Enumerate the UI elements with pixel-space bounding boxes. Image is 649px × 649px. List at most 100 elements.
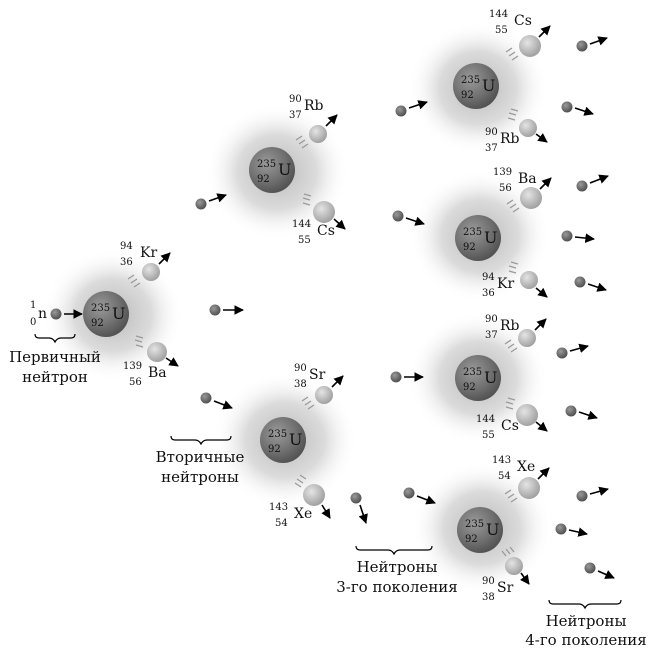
motion-lines: [507, 108, 519, 121]
svg-text:235: 235: [463, 367, 482, 378]
svg-text:Ba: Ba: [148, 365, 167, 381]
svg-text:235: 235: [257, 159, 276, 170]
neutron: [390, 371, 402, 383]
svg-text:92: 92: [461, 90, 474, 101]
neutron: [403, 487, 415, 499]
isotope-label-xe: 143 54 Xe: [269, 502, 312, 529]
svg-text:Rb: Rb: [500, 131, 520, 147]
uranium-nucleus: 235 92 U: [249, 147, 295, 193]
caption-secondary-line1: Вторичные: [156, 448, 245, 466]
caption-fourth-line1: Нейтроны: [546, 612, 627, 630]
svg-text:56: 56: [129, 377, 142, 388]
caption-third-line2: 3-го поколения: [336, 578, 458, 596]
isotope-label-rb: 90 37 Rb: [485, 314, 520, 341]
svg-text:90: 90: [294, 363, 307, 374]
svg-text:U: U: [112, 304, 125, 323]
svg-text:38: 38: [294, 379, 307, 390]
svg-text:235: 235: [461, 75, 480, 86]
svg-text:U: U: [482, 76, 495, 95]
isotope-label-rb: 90 37 Rb: [289, 94, 324, 121]
neutron: [195, 198, 207, 210]
svg-text:37: 37: [289, 110, 302, 121]
fragment-rb: [519, 119, 537, 137]
caption-primary-line2: нейтрон: [22, 368, 88, 386]
motion-lines: [294, 474, 307, 488]
motion-lines: [302, 193, 312, 206]
fragment-xe: [303, 484, 325, 506]
svg-text:235: 235: [268, 429, 287, 440]
neutron: [350, 492, 362, 504]
svg-text:90: 90: [482, 576, 495, 587]
svg-text:92: 92: [465, 534, 478, 545]
motion-lines: [504, 339, 518, 353]
svg-text:144: 144: [292, 219, 311, 230]
svg-text:U: U: [484, 228, 497, 247]
svg-text:54: 54: [498, 471, 511, 482]
motion-lines: [134, 335, 144, 348]
svg-text:144: 144: [489, 9, 508, 20]
fragment-kr: [142, 263, 160, 281]
svg-text:37: 37: [485, 330, 498, 341]
svg-text:Cs: Cs: [514, 13, 532, 29]
motion-lines: [295, 135, 309, 149]
fragment-sr: [315, 386, 333, 404]
uranium-nucleus: 235 92 U: [83, 291, 129, 337]
svg-text:U: U: [289, 430, 302, 449]
isotope-label-ba: 139 56 Ba: [123, 361, 167, 388]
isotope-label-cs: 144 55 Cs: [476, 414, 519, 441]
neutron: [576, 180, 588, 192]
isotope-label-cs: 144 55 Cs: [292, 219, 335, 246]
svg-text:0: 0: [30, 317, 36, 328]
svg-text:Kr: Kr: [140, 245, 157, 261]
neutron: [561, 230, 573, 242]
svg-text:55: 55: [482, 430, 495, 441]
fragment-rb: [518, 329, 536, 347]
isotope-label-xe: 143 54 Xe: [492, 455, 535, 482]
svg-text:92: 92: [257, 174, 270, 185]
uranium-nuclei: 235 92 U 235 92 U 235 92 U 235 92 U 235 …: [83, 63, 503, 553]
neutron: [392, 210, 404, 222]
neutron: [395, 105, 407, 117]
svg-text:55: 55: [298, 235, 311, 246]
svg-text:Rb: Rb: [304, 98, 324, 114]
svg-text:90: 90: [485, 314, 498, 325]
isotope-label-cs: 144 55 Cs: [489, 9, 532, 36]
svg-text:Sr: Sr: [309, 367, 326, 383]
svg-text:U: U: [484, 368, 497, 387]
fragment-xe: [518, 477, 540, 499]
neutron: [576, 490, 588, 502]
svg-text:139: 139: [493, 167, 512, 178]
uranium-nucleus: 235 92 U: [453, 63, 499, 109]
svg-text:Xe: Xe: [517, 459, 535, 475]
uranium-nucleus: 235 92 U: [455, 355, 501, 401]
svg-text:Cs: Cs: [501, 418, 519, 434]
svg-text:92: 92: [91, 318, 104, 329]
svg-text:Cs: Cs: [317, 223, 335, 239]
svg-text:Sr: Sr: [497, 580, 514, 596]
brace-primary: [34, 333, 76, 344]
neutron-arrows: [64, 36, 615, 579]
motion-lines: [301, 396, 315, 410]
neutron: [574, 276, 586, 288]
motion-lines: [501, 546, 515, 557]
neutron: [576, 40, 588, 52]
svg-text:92: 92: [463, 242, 476, 253]
motion-lines: [504, 489, 518, 503]
svg-text:38: 38: [482, 592, 495, 603]
motion-lines: [508, 261, 519, 274]
motion-lines: [505, 47, 519, 61]
svg-text:92: 92: [463, 382, 476, 393]
isotope-label-sr: 90 38 Sr: [294, 363, 326, 390]
neutron: [555, 523, 567, 535]
svg-text:56: 56: [499, 183, 512, 194]
motion-lines: [505, 397, 516, 410]
svg-text:144: 144: [476, 414, 495, 425]
isotope-label-kr: 94 36 Kr: [120, 241, 157, 268]
svg-text:37: 37: [485, 143, 498, 154]
caption-primary-line1: Первичный: [9, 348, 101, 366]
neutron: [200, 392, 212, 404]
caption-third-line1: Нейтроны: [357, 558, 438, 576]
svg-text:90: 90: [485, 127, 498, 138]
fragment-sr: [505, 557, 523, 575]
